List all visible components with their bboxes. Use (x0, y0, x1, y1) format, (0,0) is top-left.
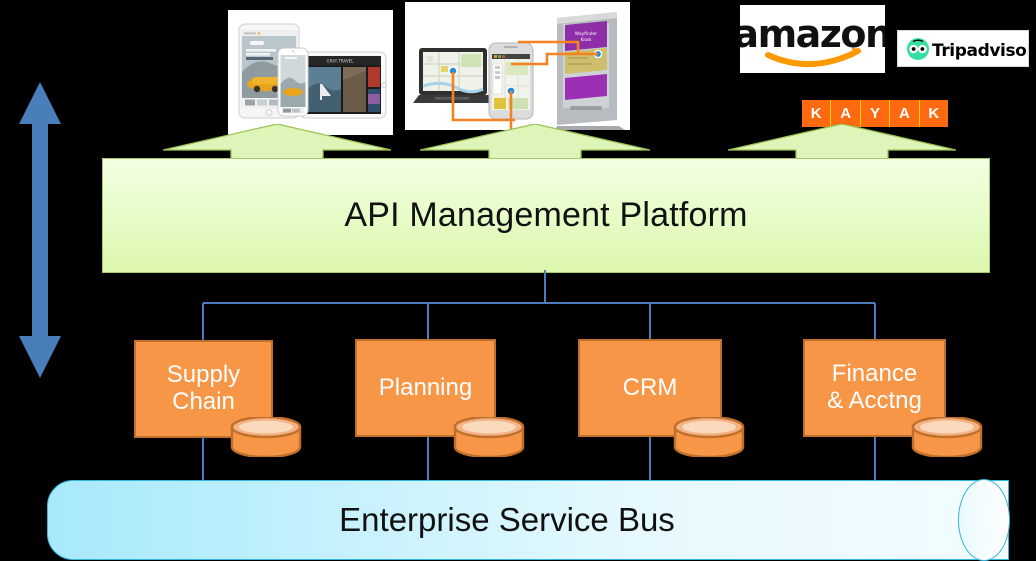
database-icon-crm (673, 415, 745, 459)
api-management-platform-banner: API Management Platform (102, 158, 990, 273)
kayak-letter: A (831, 100, 861, 127)
up-arrow-channel-kiosk (419, 123, 651, 161)
logo-tripadvisor: Tripadvisor (897, 30, 1029, 67)
kayak-letter: Y (860, 100, 891, 127)
database-icon-supply-chain (230, 415, 302, 459)
svg-text:GRAY TRAVEL: GRAY TRAVEL (327, 59, 355, 64)
up-arrow-channel-tablets (162, 123, 392, 161)
vertical-double-arrow-icon (18, 82, 62, 378)
app-box-finance-accounting[interactable]: Finance& Acctng (803, 339, 946, 437)
platform-to-apps-connector (0, 270, 1036, 345)
logo-amazon: amazon (740, 5, 885, 73)
svg-text:Tripadvisor: Tripadvisor (932, 41, 1028, 61)
channel-image-tablets: GRAY TRAVEL (228, 10, 393, 135)
enterprise-service-bus: Enterprise Service Bus (47, 479, 1010, 561)
api-management-platform-label: API Management Platform (344, 196, 748, 234)
kayak-letter: K (919, 100, 949, 127)
app-box-label: Finance& Acctng (827, 360, 922, 414)
up-arrow-channel-partners (727, 123, 957, 161)
svg-text:Wayfinder: Wayfinder (575, 31, 597, 37)
database-icon-finance-accounting (911, 415, 983, 459)
app-box-label: CRM (622, 373, 678, 401)
database-icon-planning (453, 415, 525, 459)
channel-image-kiosk: Wayfinder Kiosk (405, 2, 630, 130)
enterprise-service-bus-label: Enterprise Service Bus (339, 501, 675, 538)
svg-text:Kiosk: Kiosk (581, 37, 592, 42)
logo-kayak: K A Y A K (802, 100, 949, 127)
apps-to-bus-connector (0, 437, 1036, 482)
kayak-letter: A (890, 100, 920, 127)
kayak-letter: K (802, 100, 832, 127)
app-box-label: Planning (378, 373, 473, 401)
svg-text:amazon: amazon (740, 12, 885, 56)
